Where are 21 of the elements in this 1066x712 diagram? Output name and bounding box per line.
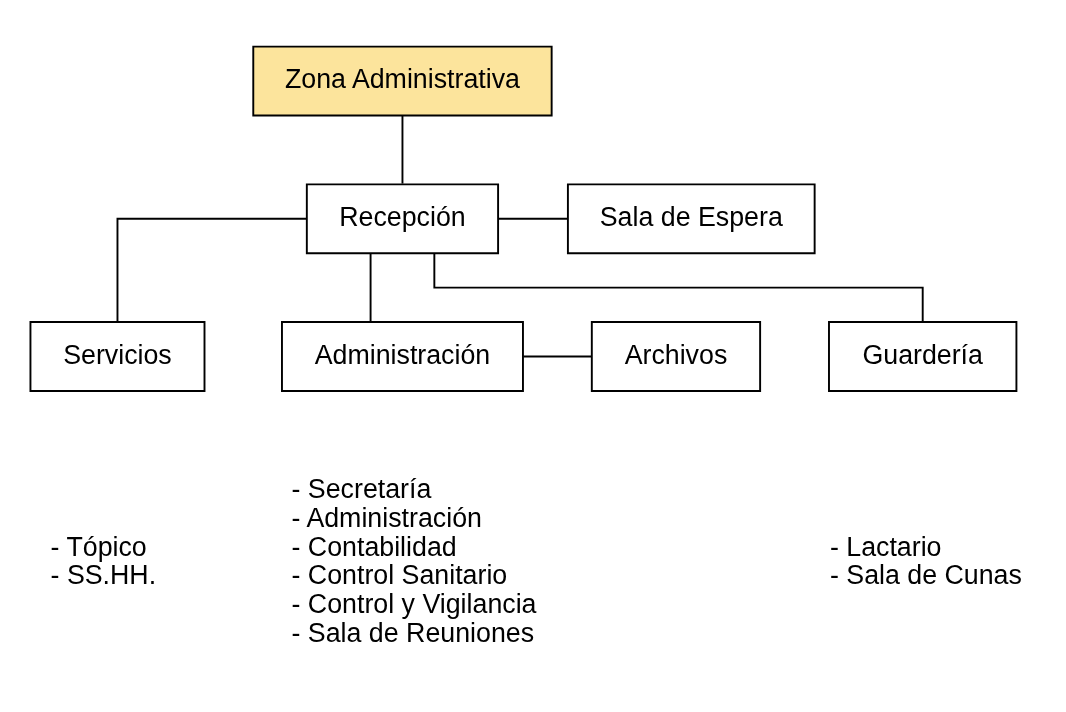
- node-box: Servicios: [29, 320, 206, 392]
- connector: [116, 217, 308, 323]
- connector: [433, 252, 924, 322]
- node-label: - Tópico: [50, 531, 147, 562]
- connector: [522, 355, 593, 357]
- node-box: Guardería: [828, 320, 1018, 392]
- node-label: - Sala de Cunas: [829, 559, 1022, 590]
- node-label: - Contabilidad: [291, 531, 457, 562]
- node-label: - Administración: [291, 502, 482, 533]
- node-box: Archivos: [590, 320, 762, 392]
- node-box: Administración: [281, 320, 524, 392]
- connector: [497, 217, 569, 220]
- connector: [369, 252, 372, 322]
- node-box: Recepción: [305, 182, 500, 254]
- connector: [401, 114, 404, 185]
- node-box: Zona Administrativa: [252, 45, 553, 116]
- node-label: - Control y Vigilancia: [291, 588, 537, 619]
- node-label: - Control Sanitario: [291, 559, 508, 590]
- node-box: Sala de Espera: [566, 182, 816, 254]
- node-label: - Secretaría: [291, 473, 432, 504]
- node-label: - Lactario: [829, 531, 942, 562]
